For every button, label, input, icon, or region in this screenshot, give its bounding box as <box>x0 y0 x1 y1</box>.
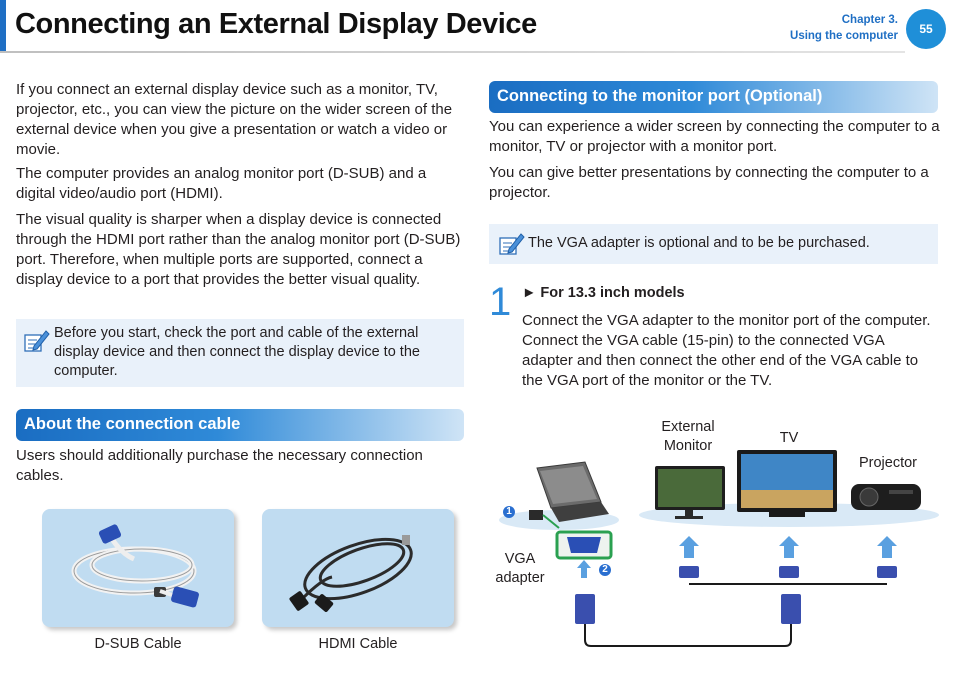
laptop-icon <box>536 461 609 522</box>
step-heading: ► For 13.3 inch models <box>522 285 685 301</box>
projector-icon <box>851 484 921 510</box>
cable-paragraph: Users should additionally purchase the n… <box>16 447 423 484</box>
label-external-monitor: External Monitor <box>661 419 715 454</box>
chapter-label: Chapter 3. Using the computer <box>790 12 898 44</box>
chapter-name: Using the computer <box>790 30 898 42</box>
title-accent-bar <box>0 0 6 52</box>
step-number: 1 <box>489 280 512 324</box>
note-pencil-icon <box>499 233 525 255</box>
note-box-port-check: Before you start, check the port and cab… <box>16 319 464 387</box>
dsub-cable-image <box>42 509 234 627</box>
dsub-cable-illustration <box>71 524 199 608</box>
ports-paragraph: The computer provides an analog monitor … <box>16 165 427 202</box>
tv-icon <box>737 450 837 517</box>
label-vga-adapter: VGA adapter <box>495 551 545 586</box>
note-pencil-icon <box>24 330 50 352</box>
section-header-cable: About the connection cable <box>16 409 464 441</box>
title-rule <box>0 51 905 53</box>
page-number-badge: 55 <box>906 9 946 49</box>
hdmi-caption: HDMI Cable <box>318 636 398 652</box>
note-box-vga-optional: The VGA adapter is optional and to be be… <box>489 224 938 264</box>
hdmi-cable-illustration <box>289 535 413 612</box>
vga-adapter-icon <box>529 510 613 560</box>
page-header: Connecting an External Display Device Ch… <box>0 0 954 56</box>
wider-screen-paragraph: You can experience a wider screen by con… <box>489 118 940 155</box>
section-title: Connecting to the monitor port (Optional… <box>497 87 823 105</box>
chapter-number: Chapter 3. <box>841 14 898 26</box>
vga-port-icon <box>679 566 897 578</box>
vga-connector-icon <box>575 594 801 624</box>
step-instructions: Connect the VGA adapter to the monitor p… <box>522 312 931 389</box>
label-projector: Projector <box>858 455 918 471</box>
dsub-caption: D-SUB Cable <box>94 636 182 652</box>
presentation-paragraph: You can give better presentations by con… <box>489 164 929 201</box>
external-monitor-icon <box>655 466 725 519</box>
connection-diagram-graphic <box>499 450 939 647</box>
note-text: The VGA adapter is optional and to be be… <box>528 235 870 251</box>
hdmi-cable-image <box>262 509 454 627</box>
label-tv: TV <box>779 430 799 446</box>
step-badge-2: 2 <box>602 564 608 575</box>
note-text: Before you start, check the port and cab… <box>54 325 420 379</box>
section-title: About the connection cable <box>24 415 241 433</box>
page-title: Connecting an External Display Device <box>15 8 537 40</box>
step-badge-1: 1 <box>506 506 512 517</box>
connection-diagram: 1 2 External Monitor TV Projector VGA ad… <box>489 410 944 660</box>
section-header-monitor-port: Connecting to the monitor port (Optional… <box>489 81 938 113</box>
quality-paragraph: The visual quality is sharper when a dis… <box>16 211 461 288</box>
intro-paragraph: If you connect an external display devic… <box>16 81 453 158</box>
arrow-icon <box>577 536 897 578</box>
